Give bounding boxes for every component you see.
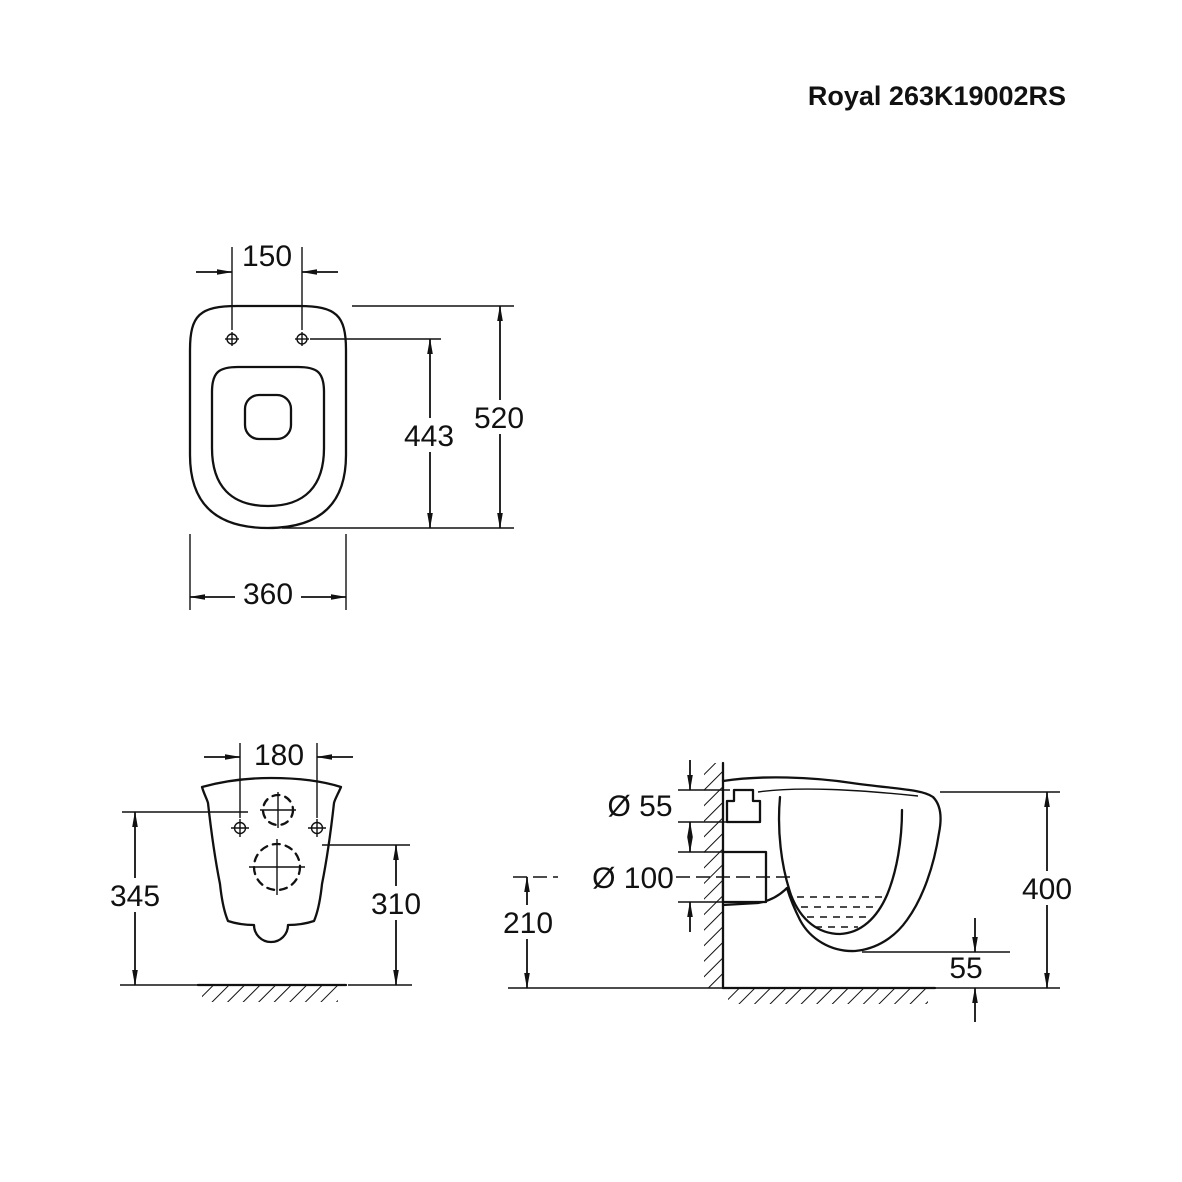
top-view-dim-520: 520 (352, 305, 531, 529)
side-view-dim-outlet-d100: Ø 100 (592, 851, 726, 932)
top-view-mount-hole-left (225, 332, 239, 346)
side-view-dim-210: 210 (494, 876, 562, 989)
front-view-dim-310: 310 (322, 844, 429, 986)
top-view-dim-360-label: 360 (243, 578, 293, 611)
side-view-dim-400: 400 (940, 791, 1081, 989)
front-view: 180 345 310 (102, 739, 429, 1002)
front-view-outlet-hole (249, 839, 305, 895)
front-view-dim-345: 345 (102, 811, 248, 986)
side-view-dim-210-label: 210 (503, 907, 553, 940)
top-view-bowl-outline (188, 304, 348, 530)
top-view-dim-150-label: 150 (242, 240, 292, 273)
front-view-dim-310-label: 310 (371, 888, 421, 921)
side-view-flush-inlet (725, 788, 762, 824)
side-view-water-level (797, 896, 884, 928)
side-view-dim-400-label: 400 (1022, 873, 1072, 906)
side-view-dim-d55-label: Ø 55 (607, 790, 672, 823)
front-view-flush-hole (260, 792, 296, 828)
top-view-seat-opening (210, 365, 326, 508)
side-view: Ø 55 Ø 100 210 400 55 (494, 760, 1081, 1022)
top-view-mount-hole-right (295, 332, 309, 346)
top-view-dim-360: 360 (189, 534, 347, 611)
side-view-dim-d100-label: Ø 100 (592, 862, 674, 895)
side-view-wall-hatching (704, 763, 723, 988)
top-view-dim-520-label: 520 (474, 402, 524, 435)
side-view-floor-hatching (728, 989, 928, 1004)
front-view-mount-hole-right (308, 819, 326, 837)
side-view-dim-flush-d55: Ø 55 (607, 760, 730, 853)
top-view: 150 443 520 360 (188, 240, 531, 611)
front-view-mount-hole-left (231, 819, 249, 837)
drawing-title: Royal 263K19002RS (808, 81, 1066, 111)
top-view-dim-443: 443 (282, 338, 514, 529)
side-view-seat-line (757, 788, 919, 797)
side-view-dim-55: 55 (862, 918, 1010, 1022)
front-view-dim-180-label: 180 (254, 739, 304, 772)
side-view-dim-55-label: 55 (949, 952, 982, 985)
top-view-dim-443-label: 443 (404, 420, 454, 453)
top-view-flush-opening (243, 393, 293, 441)
side-view-bowl-inner (777, 795, 904, 936)
front-view-dim-180: 180 (204, 739, 353, 818)
side-view-body-outline (721, 776, 942, 953)
front-view-body-outline (200, 776, 343, 944)
front-view-dim-345-label: 345 (110, 880, 160, 913)
top-view-dim-150: 150 (196, 240, 338, 330)
front-view-floor (196, 983, 348, 1002)
